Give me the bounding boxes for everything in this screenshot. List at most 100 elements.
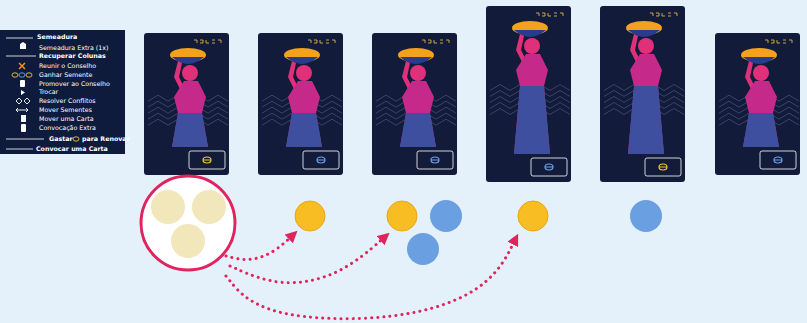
- promote-icon: [20, 80, 25, 87]
- seed: [518, 201, 548, 231]
- dress: [743, 113, 779, 147]
- heading-rule: [6, 38, 33, 39]
- body: [172, 81, 208, 147]
- legend-entry: Reunir o Conselho: [39, 62, 96, 70]
- section-heading: Convocar uma Carta: [36, 145, 108, 153]
- move-card-icon: [21, 115, 26, 122]
- bowl-base: [514, 30, 546, 37]
- card-face: [144, 33, 229, 175]
- seed-icon: [12, 73, 18, 77]
- seed-icon: [659, 164, 667, 170]
- card-face: [600, 6, 685, 182]
- seed-icon: [545, 164, 553, 170]
- head: [296, 65, 312, 81]
- seed-icon-line: [203, 160, 211, 161]
- seed: [171, 224, 205, 258]
- extra-sowing-icon: [20, 42, 26, 49]
- card: [486, 6, 571, 182]
- card-title-glyphs: [536, 13, 563, 16]
- card-face: [486, 6, 571, 182]
- card-title-glyphs: [765, 40, 792, 43]
- legend-entry: Mover Sementes: [39, 106, 92, 114]
- seed-icon: [73, 137, 79, 141]
- seed-icon-line: [431, 160, 439, 161]
- card-title-glyphs: [422, 40, 449, 43]
- value-box: [303, 151, 339, 169]
- card: [144, 33, 229, 175]
- seed: [407, 233, 439, 265]
- body: [286, 81, 322, 147]
- section-heading: para Renovar: [82, 135, 130, 143]
- card: [258, 33, 343, 175]
- section-heading: Recuperar Colunas: [39, 52, 106, 60]
- dress: [286, 113, 322, 147]
- legend-entry: Ganhar Semente: [39, 71, 92, 79]
- seed-icon: [203, 157, 211, 163]
- head: [638, 38, 654, 54]
- legend-entry: Promover ao Conselho: [39, 80, 110, 88]
- sowing-arrow: [226, 234, 294, 259]
- value-box: [417, 151, 453, 169]
- card: [715, 33, 800, 175]
- card-title-glyphs: [308, 40, 335, 43]
- move-seeds-icon: [16, 108, 28, 112]
- dress: [172, 113, 208, 147]
- card-face: [715, 33, 800, 175]
- heading-rule: [6, 56, 36, 57]
- card-row: [144, 6, 800, 182]
- card-face: [258, 33, 343, 175]
- dress: [514, 86, 550, 154]
- section-heading: Semeadura: [37, 33, 77, 41]
- council-icon: [19, 63, 25, 69]
- dress: [400, 113, 436, 147]
- legend-entry: Resolver Conflitos: [39, 97, 96, 105]
- body: [628, 54, 664, 154]
- card-face: [372, 33, 457, 175]
- seed-icon: [774, 157, 782, 163]
- seed-icon: [317, 157, 325, 163]
- sowing-arrow: [226, 238, 516, 319]
- seed: [630, 200, 662, 232]
- sowing-arrows: [226, 234, 516, 319]
- body: [514, 54, 550, 154]
- section-heading: Gastar: [49, 135, 73, 143]
- bowl-base: [172, 57, 204, 64]
- bowl-base: [628, 30, 660, 37]
- highlight-ring: [141, 176, 235, 270]
- legend-entry: Mover uma Carta: [39, 115, 94, 123]
- dress: [628, 86, 664, 154]
- bowl-base: [286, 57, 318, 64]
- seed: [192, 190, 226, 224]
- seed-icon-line: [317, 160, 325, 161]
- card: [600, 6, 685, 182]
- head: [524, 38, 540, 54]
- legend-entry: Semeadura Extra (1x): [39, 44, 108, 52]
- legend-entry: Convocação Extra: [39, 124, 96, 132]
- head: [410, 65, 426, 81]
- seed-icon: [19, 73, 25, 77]
- seed-icon-line: [659, 167, 667, 168]
- conflict-icon: [16, 98, 30, 104]
- card-title-glyphs: [194, 40, 221, 43]
- heading-rule: [6, 139, 44, 140]
- seed-icon: [431, 157, 439, 163]
- seed-icon-line: [774, 160, 782, 161]
- seed: [387, 201, 417, 231]
- card: [372, 33, 457, 175]
- value-box: [189, 151, 225, 169]
- seed-icon-line: [545, 167, 553, 168]
- value-box: [531, 158, 567, 176]
- body: [400, 81, 436, 147]
- card-title-glyphs: [650, 13, 677, 16]
- seed: [151, 190, 185, 224]
- sowing-arrow: [230, 236, 386, 283]
- value-box: [760, 151, 796, 169]
- bowl-base: [400, 57, 432, 64]
- body: [743, 81, 779, 147]
- head: [182, 65, 198, 81]
- heading-rule: [6, 149, 33, 150]
- bowl-base: [743, 57, 775, 64]
